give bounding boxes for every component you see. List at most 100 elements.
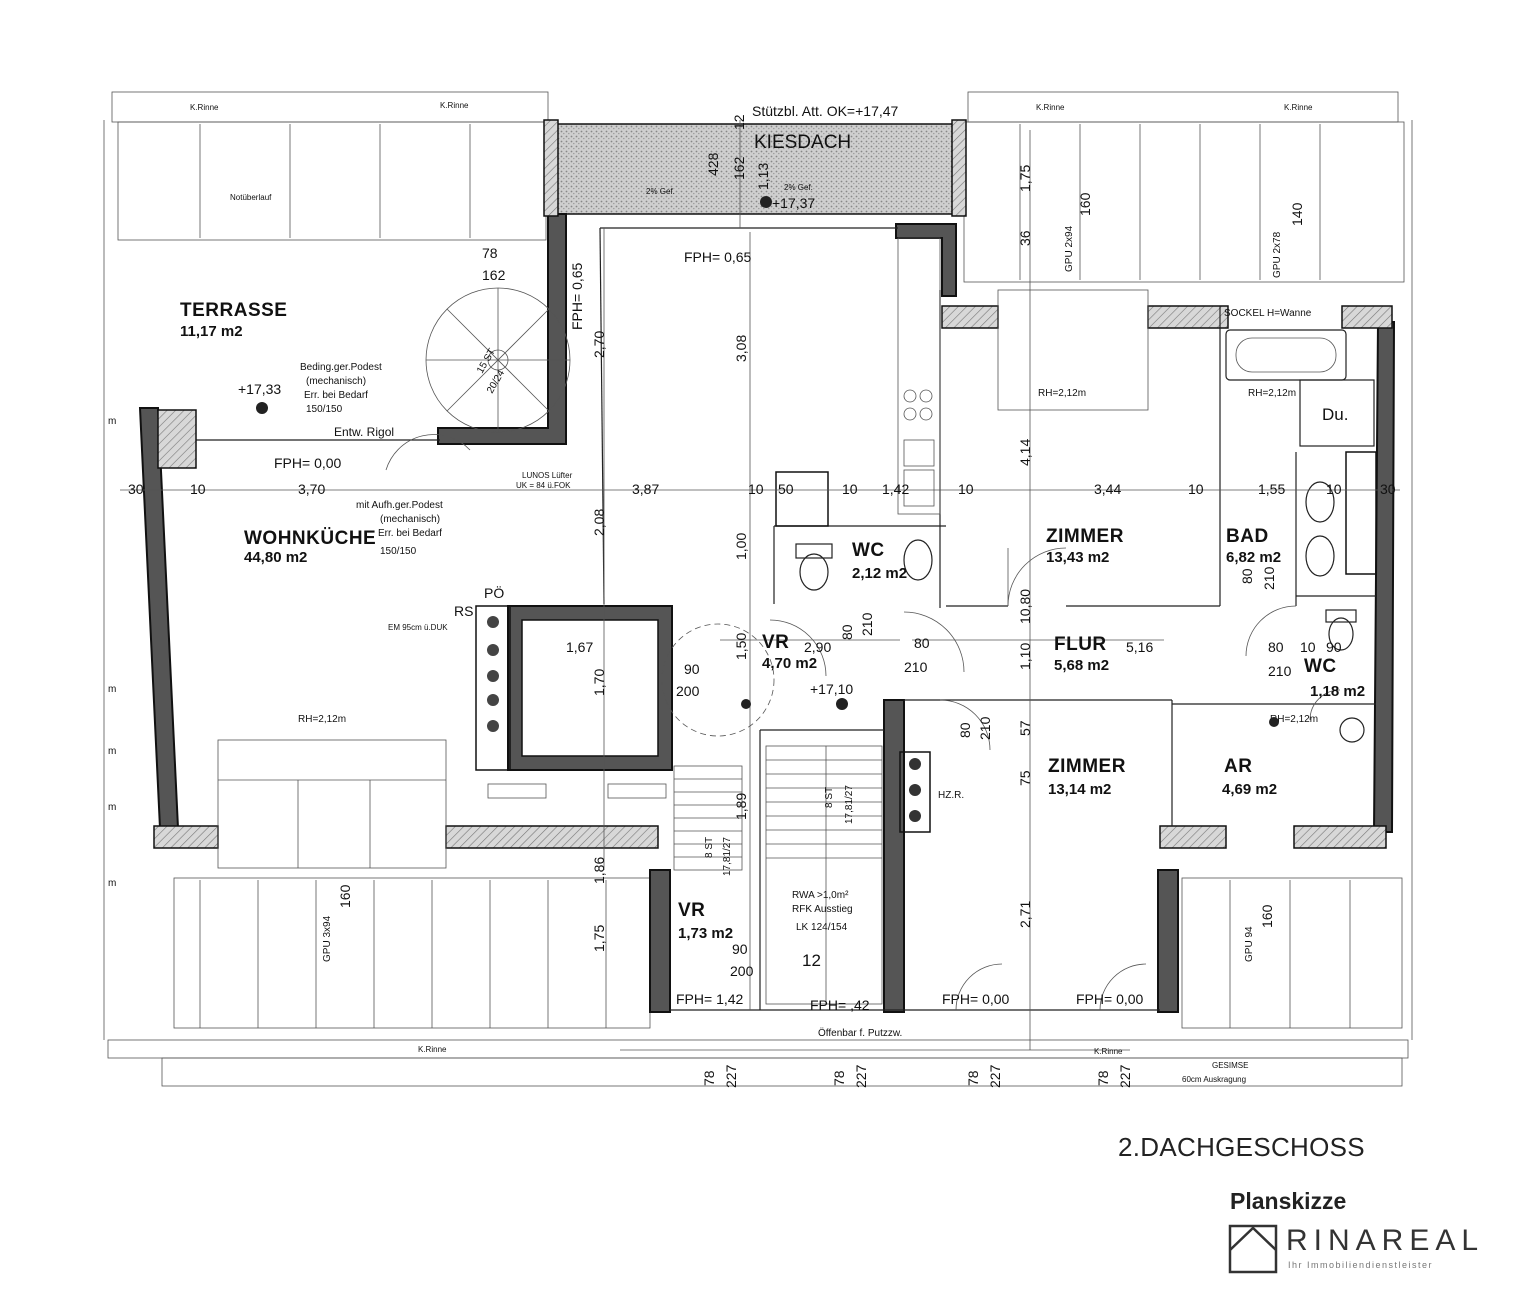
svg-text:10: 10 — [748, 481, 764, 497]
straight-stairs — [673, 745, 883, 1005]
room-area-wc1: 2,12 m2 — [852, 565, 907, 582]
du-label: Du. — [1322, 405, 1348, 424]
svg-text:10: 10 — [1188, 481, 1204, 497]
spiral-stair — [385, 287, 571, 471]
podest2-label: mit Aufh.ger.Podest — [356, 500, 443, 511]
svg-text:m: m — [108, 416, 116, 427]
kiesdach-label: KIESDACH — [754, 132, 851, 153]
room-area-wc2: 1,18 m2 — [1310, 683, 1365, 700]
svg-text:1,70: 1,70 — [591, 669, 607, 696]
room-area-zimmer2: 13,14 m2 — [1048, 781, 1111, 798]
kote-terrasse: +17,33 — [238, 381, 281, 397]
svg-text:80: 80 — [914, 635, 930, 651]
podest2b-label: (mechanisch) — [380, 514, 440, 525]
svg-text:78: 78 — [965, 1070, 981, 1086]
bed-wohnkueche — [217, 739, 447, 869]
svg-text:m: m — [108, 802, 116, 813]
svg-text:1,10: 1,10 — [1017, 643, 1033, 670]
svg-text:78: 78 — [1095, 1070, 1111, 1086]
svg-text:160: 160 — [337, 884, 353, 908]
svg-text:m: m — [108, 878, 116, 889]
svg-text:210: 210 — [977, 716, 993, 740]
dims-bottom: 78 227 78 227 78 227 78 227 — [701, 1064, 1133, 1088]
podest2c-label: Err. bei Bedarf — [378, 528, 442, 539]
chimney-block — [475, 605, 673, 799]
svg-text:80: 80 — [957, 722, 973, 738]
svg-text:428: 428 — [705, 152, 721, 176]
auskragung-label: 60cm Auskragung — [1182, 1075, 1246, 1084]
room-area-vr2: 1,73 m2 — [678, 925, 733, 942]
svg-text:227: 227 — [723, 1064, 739, 1088]
fph-42: FPH= ,42 — [810, 997, 870, 1013]
svg-text:80: 80 — [1239, 568, 1255, 584]
gef-2: 2% Gef. — [784, 183, 813, 192]
svg-text:75: 75 — [1017, 770, 1033, 786]
toilet-wc2 — [1325, 609, 1365, 743]
svg-text:30: 30 — [128, 481, 144, 497]
krinne-6: K.Rinne — [1094, 1047, 1123, 1056]
svg-text:160: 160 — [1077, 192, 1093, 216]
svg-text:210: 210 — [859, 612, 875, 636]
room-area-vr1: 4,70 m2 — [762, 655, 817, 672]
po-label: PÖ — [484, 584, 504, 601]
em-label: EM 95cm ü.DUK — [388, 623, 448, 632]
svg-text:36: 36 — [1017, 230, 1033, 246]
shaft-vr — [775, 471, 829, 527]
podest1c-label: Err. bei Bedarf — [304, 390, 368, 401]
side-marks: m m m m m — [108, 416, 116, 889]
gpu-1: GPU 2x94 — [1064, 225, 1075, 272]
house-logo-icon — [1228, 1224, 1278, 1274]
svg-text:80: 80 — [839, 624, 855, 640]
plan-subtitle: Planskizze — [1230, 1188, 1347, 1214]
svg-text:1,55: 1,55 — [1258, 481, 1285, 497]
room-name-zimmer2: ZIMMER — [1048, 756, 1126, 777]
svg-text:3,87: 3,87 — [632, 481, 659, 497]
svg-text:10: 10 — [1326, 481, 1342, 497]
twelve-label: 12 — [802, 951, 821, 970]
shaft-hz — [899, 751, 931, 833]
svg-text:90: 90 — [732, 941, 748, 957]
svg-text:160: 160 — [1259, 904, 1275, 928]
rh-bad: RH=2,12m — [1248, 388, 1296, 399]
notueberlauf-label: Notüberlauf — [230, 193, 272, 202]
svg-text:200: 200 — [730, 963, 754, 979]
krinne-3: K.Rinne — [1036, 103, 1065, 112]
svg-text:10: 10 — [958, 481, 974, 497]
svg-text:3,08: 3,08 — [733, 335, 749, 362]
stairs-1-ratio: 17,81/27 — [722, 837, 733, 876]
gpu-2: GPU 2x78 — [1272, 231, 1283, 278]
svg-text:78: 78 — [701, 1070, 717, 1086]
bathtub — [1225, 329, 1347, 381]
kote-kies: +17,37 — [772, 195, 815, 211]
fph-000c: FPH= 0,00 — [1076, 991, 1144, 1007]
hzr-label: HZ.R. — [938, 790, 964, 801]
podest1-label: Beding.ger.Podest — [300, 362, 382, 373]
room-name-ar: AR — [1224, 756, 1252, 777]
krinne-2: K.Rinne — [440, 101, 469, 110]
sinks — [1305, 481, 1335, 577]
svg-text:227: 227 — [1117, 1064, 1133, 1088]
dims-horizontal: 30 10 3,70 3,87 10 50 10 1,42 10 3,44 10… — [128, 245, 1396, 979]
krinne-5: K.Rinne — [418, 1045, 447, 1054]
brand-name: RINAREAL — [1286, 1224, 1485, 1257]
room-name-vr2: VR — [678, 900, 705, 921]
rh-zimmer: RH=2,12m — [1038, 388, 1086, 399]
svg-text:1,67: 1,67 — [566, 639, 593, 655]
stairs-1-count: 8 ST — [704, 837, 715, 858]
rwa-label: RWA >1,0m² — [792, 890, 849, 901]
kote-vr: +17,10 — [810, 681, 853, 697]
svg-text:12: 12 — [731, 114, 747, 130]
door-swings — [661, 547, 1341, 1011]
brand-logo: RINAREAL Ihr Immobiliendienstleister — [1228, 1222, 1518, 1276]
lueftung-label: LUNOS Lüfter — [522, 471, 573, 480]
rfk-label: RFK Ausstieg — [792, 904, 853, 915]
stuetzbl-label: Stützbl. Att. OK=+17,47 — [752, 103, 899, 119]
svg-text:30: 30 — [1380, 481, 1396, 497]
gpu-3: GPU 3x94 — [322, 915, 333, 962]
svg-text:210: 210 — [1268, 663, 1292, 679]
svg-text:1,86: 1,86 — [591, 857, 607, 884]
svg-text:90: 90 — [684, 661, 700, 677]
room-name-vr1: VR — [762, 632, 789, 653]
bed-zimmer1 — [997, 289, 1149, 411]
